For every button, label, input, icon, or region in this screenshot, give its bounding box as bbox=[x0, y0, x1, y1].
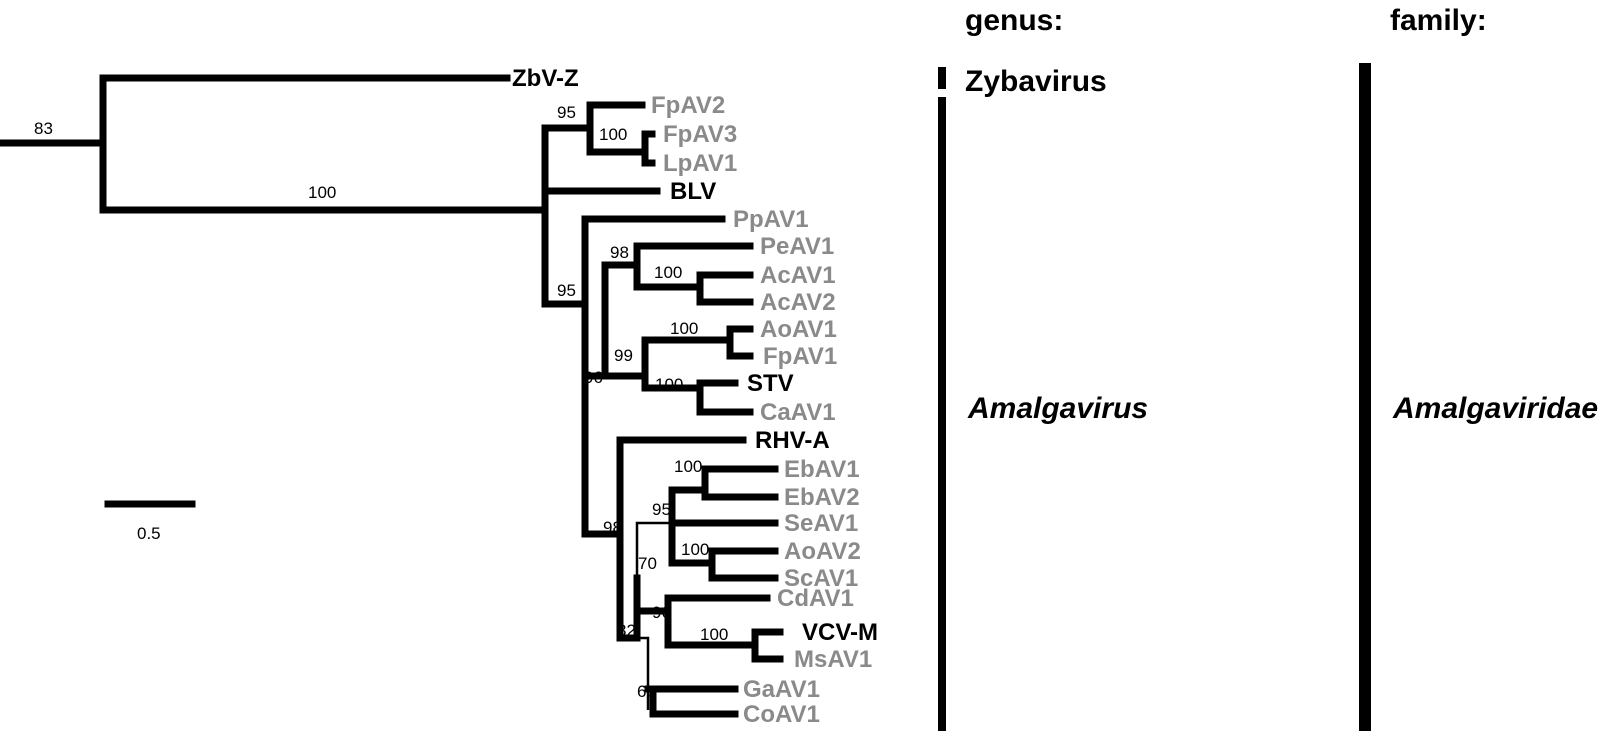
support-value: 100 bbox=[599, 125, 627, 144]
tip-label: EbAV2 bbox=[784, 484, 860, 511]
support-value: 100 bbox=[670, 319, 698, 338]
tip-label: CdAV1 bbox=[777, 585, 854, 612]
tip-label: CoAV1 bbox=[743, 701, 820, 728]
thin-branch-node-70 bbox=[635, 521, 672, 578]
tip-label: VCV-M bbox=[802, 619, 878, 646]
zybavirus-label: Zybavirus bbox=[965, 65, 1107, 98]
tip-label: RHV-A bbox=[755, 427, 830, 454]
family-column: family: Amalgaviridae bbox=[1359, 4, 1598, 731]
support-value: 82 bbox=[617, 621, 636, 640]
support-value: 99 bbox=[614, 346, 633, 365]
support-value: 83 bbox=[34, 119, 53, 138]
thin-branch-node-68 bbox=[637, 636, 650, 710]
scale-bar-label: 0.5 bbox=[137, 524, 161, 543]
amalgaviridae-bar bbox=[1359, 63, 1371, 731]
zybavirus-bar bbox=[938, 67, 946, 89]
tip-label: ScAV1 bbox=[784, 565, 858, 592]
tip-label: FpAV2 bbox=[651, 92, 725, 119]
tip-label: ZbV-Z bbox=[512, 65, 579, 92]
support-value: 95 bbox=[652, 500, 671, 519]
support-value: 98 bbox=[603, 518, 622, 537]
support-value: 100 bbox=[700, 625, 728, 644]
support-value: 100 bbox=[655, 375, 683, 394]
support-values: 83 100 95 100 95 96 98 100 99 100 100 98… bbox=[34, 103, 728, 701]
support-value: 96 bbox=[652, 603, 671, 622]
genus-column: genus: Zybavirus Amalgavirus bbox=[938, 4, 1148, 731]
support-value: 95 bbox=[557, 281, 576, 300]
support-value: 100 bbox=[681, 540, 709, 559]
scale-bar: 0.5 bbox=[104, 500, 196, 543]
support-value: 100 bbox=[654, 263, 682, 282]
support-value: 70 bbox=[638, 554, 657, 573]
tip-label: FpAV1 bbox=[763, 343, 837, 370]
tip-label: BLV bbox=[670, 178, 716, 205]
amalgaviridae-label: Amalgaviridae bbox=[1392, 392, 1598, 425]
amalgavirus-label: Amalgavirus bbox=[967, 392, 1148, 425]
tip-label: AoAV1 bbox=[760, 316, 837, 343]
tip-labels: ZbV-Z FpAV2 FpAV3 LpAV1 BLV PpAV1 PeAV1 … bbox=[512, 65, 878, 728]
genus-header: genus: bbox=[965, 4, 1063, 37]
tip-label: GaAV1 bbox=[743, 676, 820, 703]
support-value: 100 bbox=[674, 457, 702, 476]
support-value: 98 bbox=[610, 243, 629, 262]
tree-branches bbox=[0, 74, 784, 718]
support-value: 95 bbox=[557, 103, 576, 122]
tip-label: LpAV1 bbox=[663, 150, 737, 177]
tip-label: FpAV3 bbox=[663, 121, 737, 148]
tip-label: AoAV2 bbox=[784, 538, 861, 565]
tip-label: SeAV1 bbox=[784, 510, 858, 537]
tip-label: PeAV1 bbox=[760, 233, 834, 260]
amalgavirus-bar bbox=[938, 97, 946, 731]
tip-label: AcAV2 bbox=[760, 289, 836, 316]
tip-label: EbAV1 bbox=[784, 456, 860, 483]
support-value: 100 bbox=[308, 183, 336, 202]
tip-label: STV bbox=[747, 370, 794, 397]
tree-thin-branches bbox=[635, 521, 672, 710]
family-header: family: bbox=[1390, 4, 1487, 37]
support-value: 96 bbox=[584, 368, 603, 387]
support-value: 68 bbox=[637, 682, 656, 701]
tip-label: CaAV1 bbox=[760, 399, 836, 426]
tip-label: PpAV1 bbox=[733, 206, 809, 233]
tip-label: MsAV1 bbox=[794, 646, 872, 673]
tip-label: AcAV1 bbox=[760, 262, 836, 289]
